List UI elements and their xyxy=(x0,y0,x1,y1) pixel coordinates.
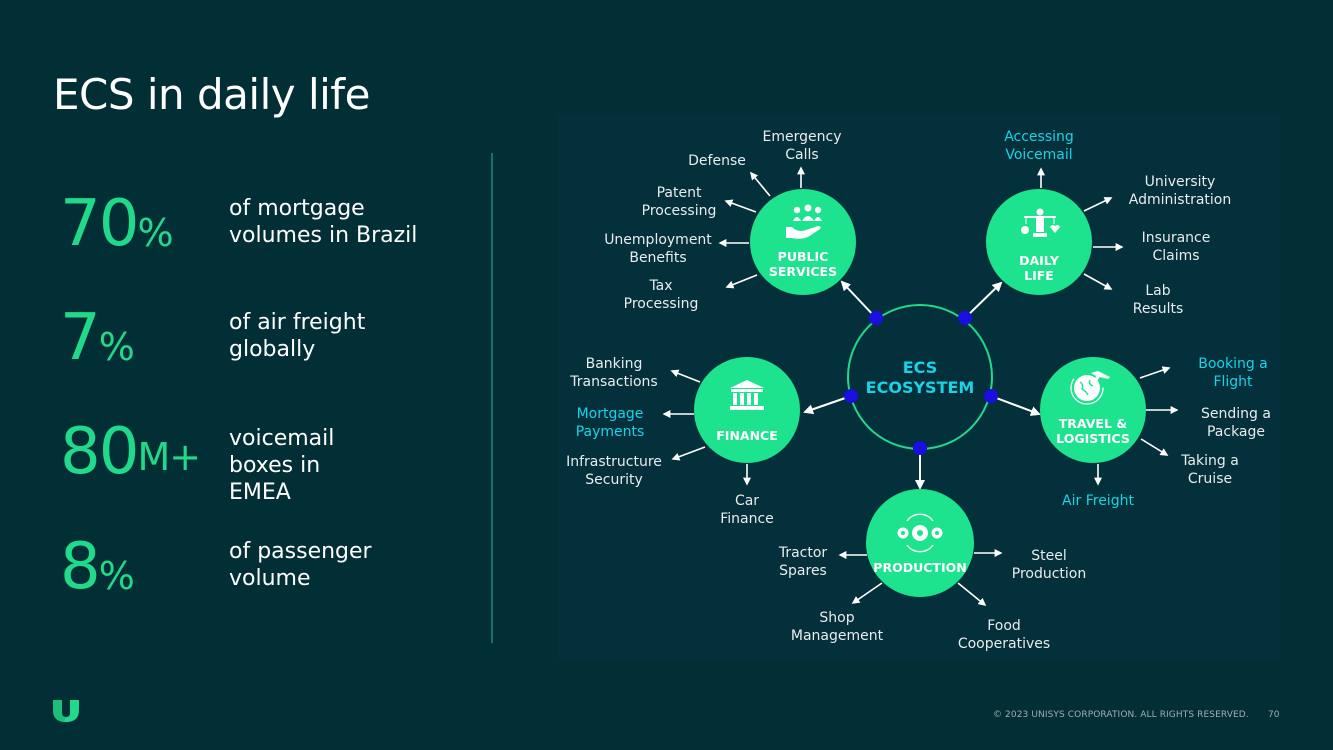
arrow-booking-flight xyxy=(1139,366,1171,379)
leaf-tractor-spares: Tractor Spares xyxy=(778,545,828,579)
stat-unit: % xyxy=(98,325,135,369)
stat-value: 80 xyxy=(60,415,139,489)
stat-description: of passenger volume xyxy=(229,539,372,591)
leaf-food-cooperatives: Food Cooperatives xyxy=(957,618,1051,652)
connector-dot xyxy=(844,389,858,403)
stat-unit: % xyxy=(98,554,135,598)
hub-daily-life[interactable] xyxy=(986,189,1092,295)
stat-description: of air freight globally xyxy=(229,310,366,362)
leaf-defense: Defense xyxy=(688,153,746,169)
connector-dot xyxy=(984,389,998,403)
connector-dot xyxy=(913,441,927,455)
stat-unit: % xyxy=(137,211,173,255)
hub-public-services[interactable] xyxy=(750,189,856,295)
hub-travel-logistics[interactable] xyxy=(1040,357,1146,463)
arrow-patent xyxy=(724,199,757,213)
connector-finance xyxy=(803,395,852,415)
leaf-shop-management: Shop Management xyxy=(790,610,884,644)
copyright: © 2023 UNISYS CORPORATION. ALL RIGHTS RE… xyxy=(993,710,1249,720)
stat-mortgage: 70% of mortgage volumes in Brazil xyxy=(60,187,417,261)
stat-value: 70 xyxy=(60,187,139,261)
people-hand-icon xyxy=(786,204,822,239)
globe-plane-icon xyxy=(1070,371,1110,405)
hub-production[interactable] xyxy=(866,489,974,597)
connector-public-services xyxy=(840,280,877,319)
leaf-steel-production: Steel Production xyxy=(1011,548,1087,582)
arrow-banking xyxy=(670,369,701,383)
arrow-university xyxy=(1083,197,1113,212)
leaf-lab-results: Lab Results xyxy=(1132,283,1184,317)
leaf-accessing-voicemail: Accessing Voicemail xyxy=(1004,129,1074,163)
leaf-mortgage-payments: Mortgage Payments xyxy=(575,406,645,440)
stat-description: of mortgage volumes in Brazil xyxy=(229,196,418,248)
leaf-emergency-calls: Emergency Calls xyxy=(762,129,842,163)
leaf-banking-transactions: Banking Transactions xyxy=(570,356,658,390)
leaf-booking-flight: Booking a Flight xyxy=(1198,356,1268,390)
hub-label-travel-logistics: TRAVEL & LOGISTICS xyxy=(1056,416,1130,446)
connector-daily-life xyxy=(964,281,1003,319)
hub-label-public-services: PUBLIC SERVICES xyxy=(768,249,838,279)
hub-label-production: PRODUCTION xyxy=(873,560,967,575)
leaf-car-finance: Car Finance xyxy=(720,493,774,527)
bank-icon xyxy=(730,380,764,410)
page-number: 70 xyxy=(1268,710,1280,720)
balance-person-icon xyxy=(1021,208,1060,237)
stat-value: 7 xyxy=(60,301,101,375)
leaf-taking-cruise: Taking a Cruise xyxy=(1181,453,1239,487)
arrow-cruise xyxy=(1140,438,1169,456)
leaf-infrastructure-security: Infrastructure Security xyxy=(566,454,662,488)
leaf-sending-package: Sending a Package xyxy=(1201,406,1271,440)
hub-label-finance: FINANCE xyxy=(716,428,778,443)
arrow-food xyxy=(957,582,987,607)
arrow-shop xyxy=(851,582,883,604)
arrow-defense xyxy=(749,171,771,197)
slide-title: ECS in daily life xyxy=(53,70,370,119)
connector-dot xyxy=(958,311,972,325)
arrow-lab xyxy=(1083,273,1113,290)
stat-air-freight: 7% of air freight globally xyxy=(60,301,365,375)
leaf-patent-processing: Patent Processing xyxy=(641,185,717,219)
center-label: ECS ECOSYSTEM xyxy=(865,358,975,397)
stat-value: 8 xyxy=(60,530,101,604)
connector-dot xyxy=(869,311,883,325)
unisys-logo-icon xyxy=(53,700,79,722)
connector-travel xyxy=(990,395,1041,416)
stat-passenger: 8% of passenger volume xyxy=(60,530,372,604)
arrow-infrastructure xyxy=(671,446,706,461)
stat-unit: M+ xyxy=(137,435,201,479)
leaf-university-administration: University Administration xyxy=(1128,174,1232,208)
leaf-unemployment-benefits: Unemployment Benefits xyxy=(604,232,712,266)
leaf-air-freight: Air Freight xyxy=(1062,493,1134,509)
arrow-tax xyxy=(725,274,758,289)
leaf-insurance-claims: Insurance Claims xyxy=(1141,230,1211,264)
hub-label-daily-life: DAILY LIFE xyxy=(1019,253,1059,283)
gears-cycle-icon xyxy=(897,513,943,553)
stat-description: voicemail boxes in EMEA xyxy=(229,426,335,505)
leaf-tax-processing: Tax Processing xyxy=(623,278,699,312)
vertical-divider xyxy=(491,153,493,643)
